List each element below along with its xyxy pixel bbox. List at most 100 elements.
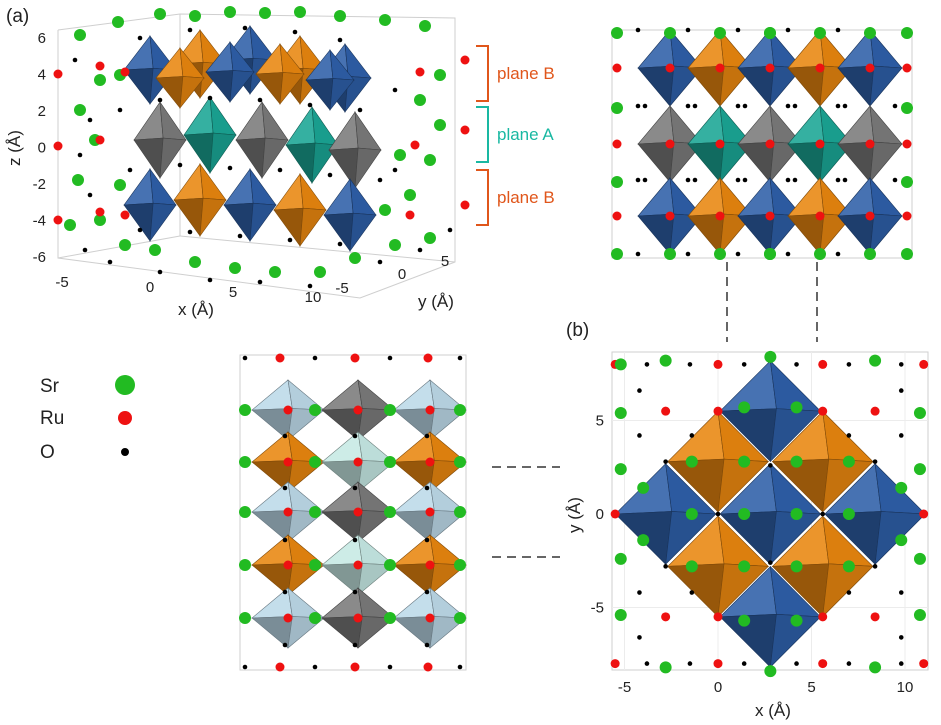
sr-atom (394, 149, 406, 161)
ru-atom (53, 69, 63, 79)
top-view-octahedron (719, 360, 822, 463)
ru-atom (818, 359, 828, 369)
front-view-octahedron (251, 431, 325, 493)
octahedron-face (357, 616, 395, 649)
front-view-panel (239, 353, 467, 672)
octahedron-face (669, 141, 703, 183)
side-view-octahedron (687, 105, 753, 183)
o-atom (663, 459, 668, 464)
ru-atom (283, 507, 293, 517)
o-atom (792, 177, 798, 183)
ru-atom (818, 659, 828, 669)
octahedron-face (123, 35, 154, 71)
octahedron-face (819, 65, 853, 107)
legend-ru-label: Ru (40, 408, 64, 429)
ru-atom (423, 353, 433, 363)
top-view-octahedron (719, 565, 822, 668)
sr-atom (239, 506, 251, 518)
dashed-connectors (492, 262, 818, 558)
o-atom (685, 103, 691, 109)
sr-atom (239, 404, 251, 416)
o-atom (177, 162, 183, 168)
o-atom (257, 97, 263, 103)
ru-atom (53, 141, 63, 151)
o-atom (187, 27, 193, 33)
octahedron-face (344, 75, 372, 114)
o-atom (820, 511, 826, 517)
legend: Sr Ru O (40, 375, 135, 463)
o-atom (137, 35, 143, 41)
o-atom (392, 87, 398, 93)
sr-atom (74, 104, 86, 116)
plane-b-top-label: plane B (497, 64, 555, 83)
ru-atom (902, 211, 912, 221)
ru-atom (870, 406, 880, 416)
sr-atom (334, 10, 346, 22)
o-atom (292, 29, 298, 35)
plane-b-octahedron (223, 167, 277, 243)
sr-atom (611, 176, 623, 188)
o-atom (792, 103, 798, 109)
y-tick-label: 5 (441, 253, 449, 270)
o-atom (424, 485, 430, 491)
sr-atom (659, 661, 672, 674)
o-atom (635, 177, 641, 183)
side-view-octahedron (637, 177, 703, 255)
o-atom (227, 165, 233, 171)
sr-atom (637, 481, 650, 494)
ru-atom (353, 507, 363, 517)
sr-atom (229, 262, 241, 274)
ru-atom (919, 659, 929, 669)
sr-atom (309, 456, 321, 468)
o-atom (635, 27, 641, 33)
octahedron-face (261, 100, 289, 141)
panel-b-y-ticks: 50-5 (591, 413, 604, 617)
octahedron-face (357, 563, 395, 596)
octahedron-face (149, 202, 177, 243)
side-view-octahedron (837, 105, 903, 183)
sr-atom (309, 612, 321, 624)
sr-atom (114, 179, 126, 191)
sr-atom (790, 508, 803, 520)
sr-atom (764, 665, 777, 678)
sr-atom (614, 358, 627, 371)
ru-atom (415, 67, 425, 77)
o-atom (785, 103, 791, 109)
sr-atom (614, 552, 627, 565)
legend-ru-marker (118, 411, 132, 425)
o-atom (207, 277, 213, 283)
ru-atom (665, 211, 675, 221)
o-atom (242, 355, 248, 361)
ru-atom (715, 211, 725, 221)
side-view-octahedron (637, 105, 703, 183)
ru-atom (423, 662, 433, 672)
ru-atom (715, 139, 725, 149)
octahedron-face (323, 178, 354, 216)
sr-atom (611, 27, 623, 39)
sr-atom (424, 154, 436, 166)
o-atom (689, 590, 695, 595)
side-view-octahedron (787, 105, 853, 183)
o-atom (892, 177, 898, 183)
octahedron-face (133, 101, 164, 141)
o-atom (635, 251, 641, 257)
side-view-octahedron (787, 177, 853, 255)
sr-atom (685, 508, 698, 520)
o-atom (424, 642, 430, 648)
panel-a-x-label: x (Å) (178, 300, 214, 319)
plane-a-bracket (476, 106, 489, 163)
o-atom (417, 247, 423, 253)
sr-atom (842, 455, 855, 468)
o-atom (768, 463, 773, 468)
side-view-octahedra (637, 29, 903, 255)
x-tick-label: 0 (714, 679, 722, 696)
o-atom (187, 229, 193, 235)
o-atom (282, 642, 288, 648)
panel-b-atoms (610, 350, 929, 678)
y-tick-label: 0 (596, 506, 604, 523)
ru-atom (610, 509, 620, 519)
legend-sr-marker (115, 375, 135, 395)
octahedron-face (769, 213, 803, 255)
o-atom (846, 661, 852, 666)
